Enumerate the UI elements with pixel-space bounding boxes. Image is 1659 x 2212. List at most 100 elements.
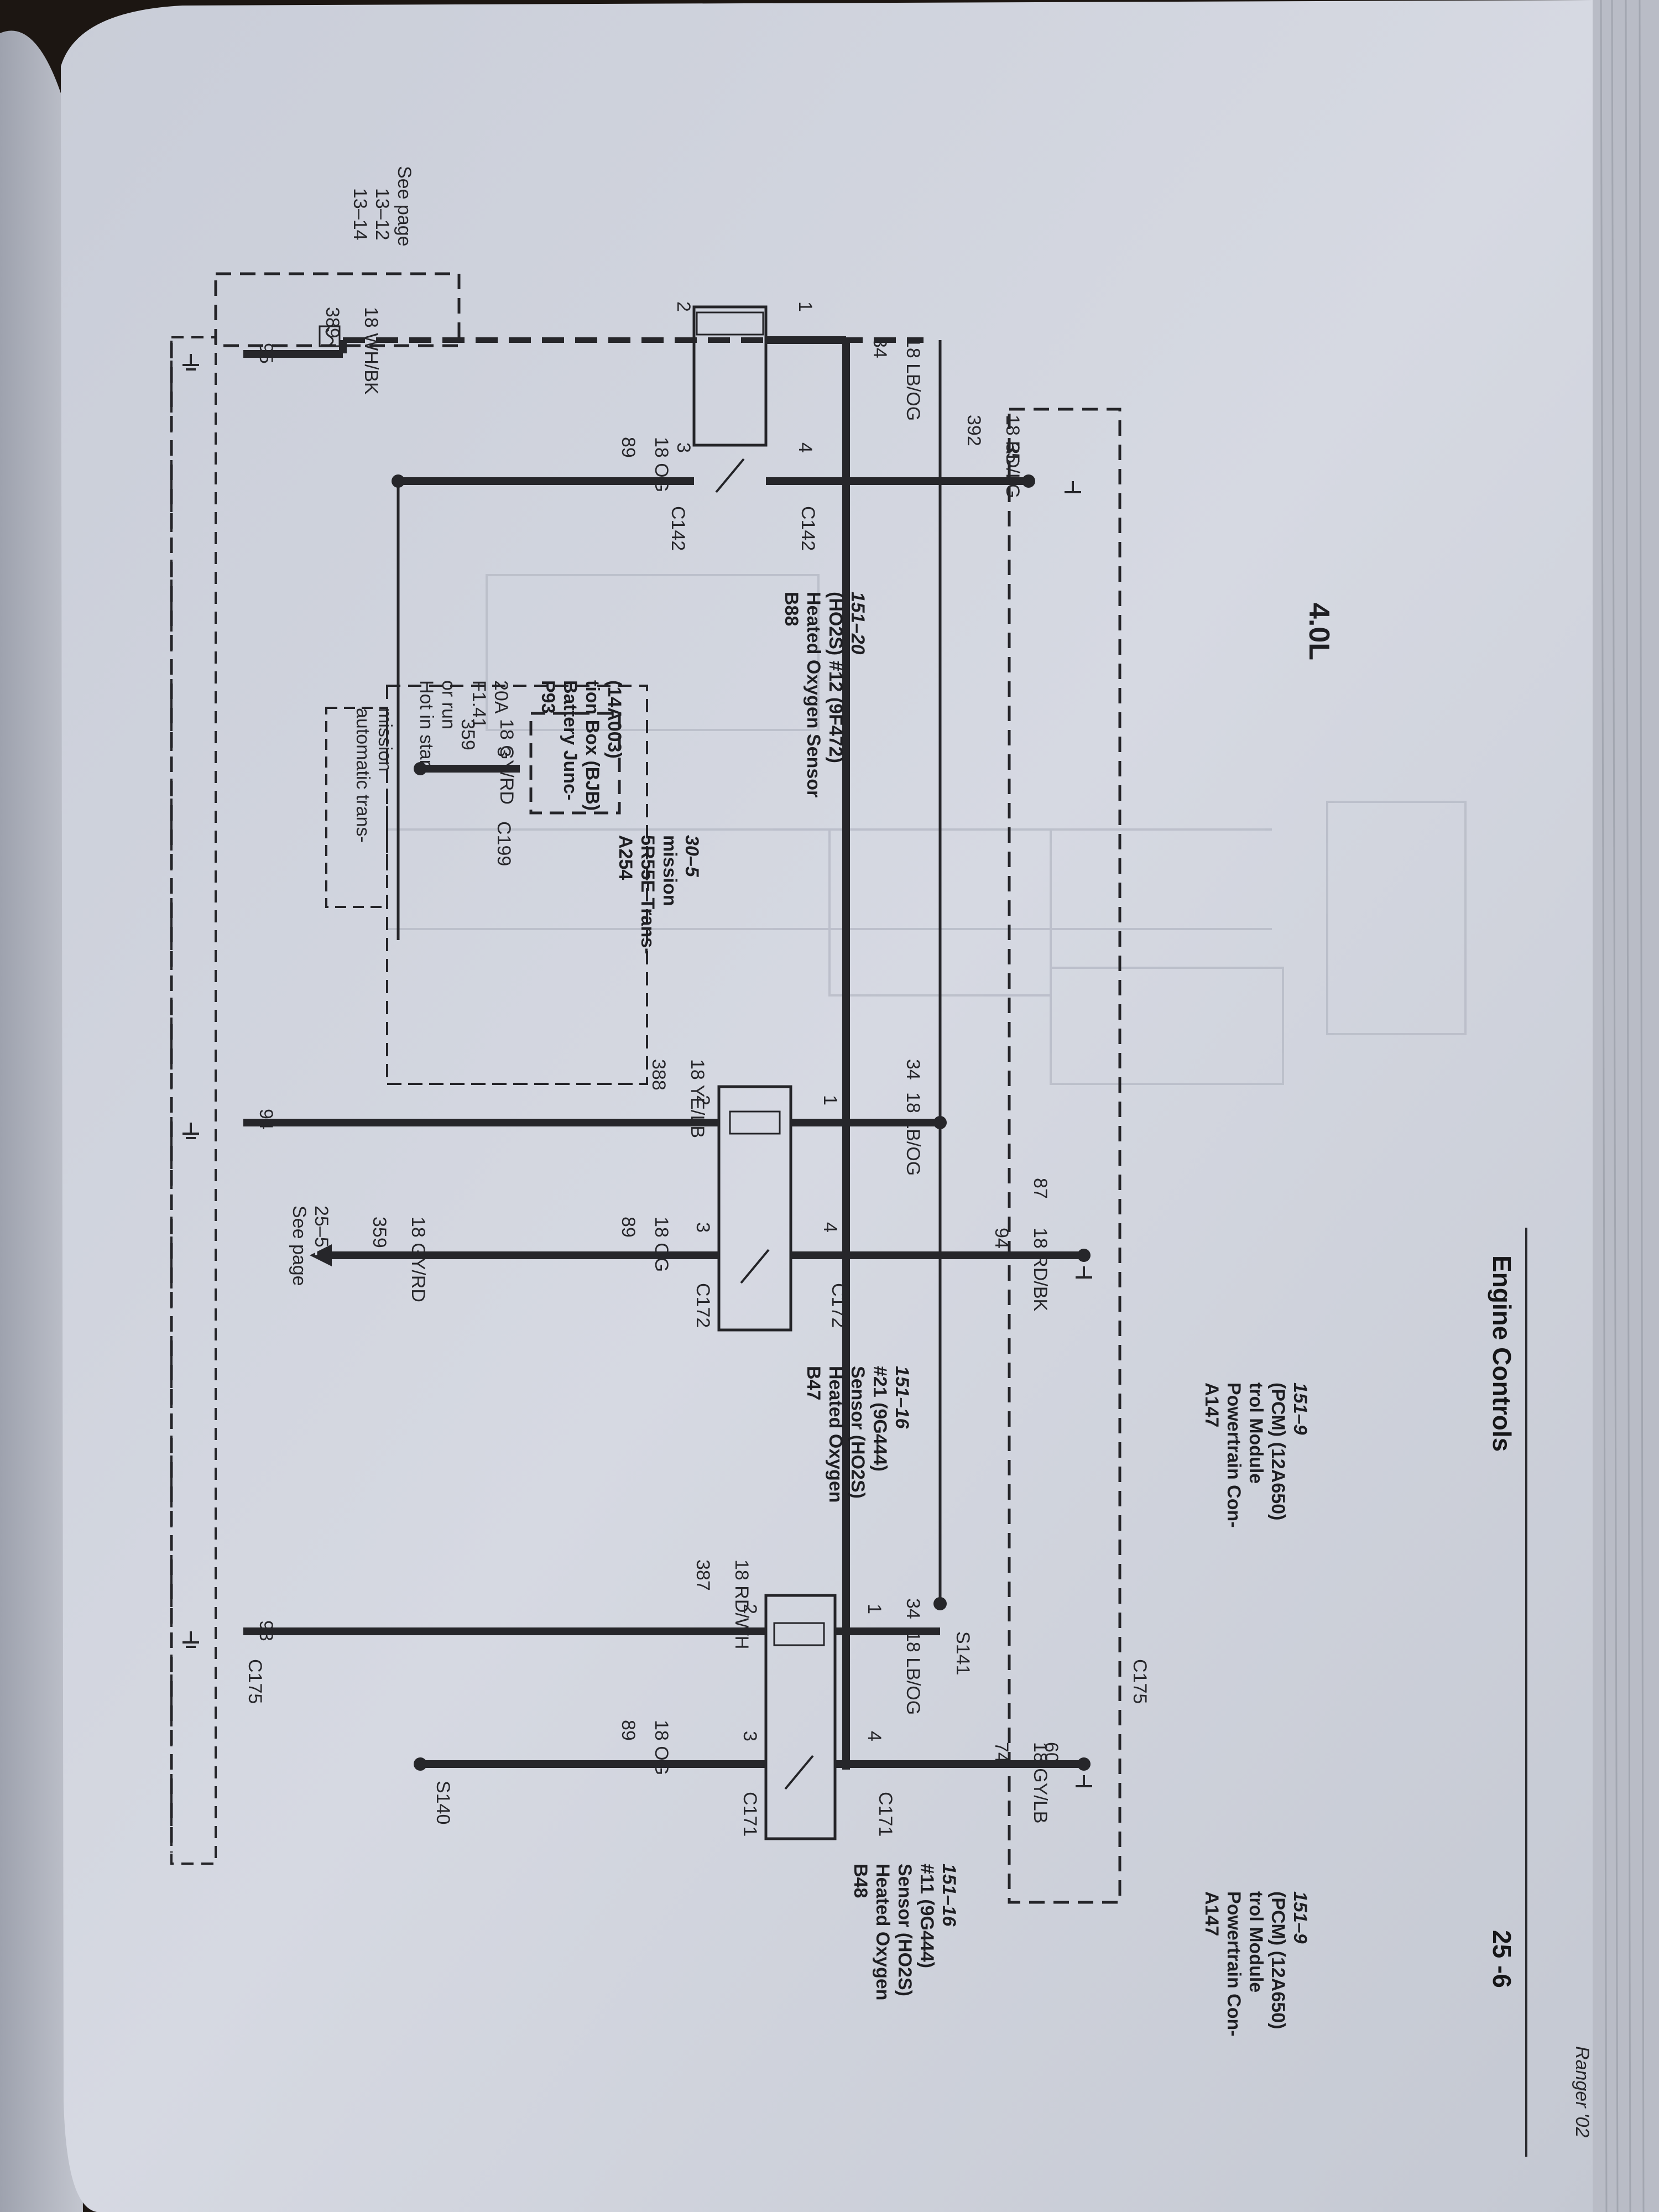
c171-label-top: C171 bbox=[875, 1792, 896, 1837]
svg-text:A147: A147 bbox=[1201, 1891, 1222, 1936]
svg-text:(PCM) (12A650): (PCM) (12A650) bbox=[1267, 1891, 1288, 2029]
c172-label-top: C172 bbox=[828, 1283, 849, 1328]
b48-ref: 151–16 bbox=[938, 1864, 959, 1927]
f-reference-letter: F bbox=[300, 1244, 321, 1256]
sensor-element-icon bbox=[715, 458, 745, 493]
svg-text:34: 34 bbox=[902, 1598, 924, 1619]
svg-text:trol Module: trol Module bbox=[1245, 1891, 1266, 1992]
s140-label: S140 bbox=[432, 1781, 453, 1824]
engine-label: 4.0L bbox=[1303, 603, 1335, 660]
svg-text:4: 4 bbox=[795, 442, 816, 453]
b48-name-2: Sensor (HO2S) bbox=[894, 1864, 915, 1996]
circuit-389-spec: 18 WH/BK bbox=[361, 307, 382, 395]
circuit-89-spec: 18 OG bbox=[651, 437, 672, 492]
b47-id: B47 bbox=[803, 1366, 824, 1400]
circuit-89-spec-2: 18 OG bbox=[651, 1217, 672, 1272]
paper-sheet bbox=[61, 0, 1615, 2212]
svg-text:(PCM) (12A650): (PCM) (12A650) bbox=[1267, 1383, 1288, 1520]
c175-top-label: C175 bbox=[1129, 1659, 1150, 1704]
svg-text:359: 359 bbox=[369, 1217, 390, 1248]
s141-label: S141 bbox=[952, 1631, 973, 1675]
svg-text:34: 34 bbox=[902, 1059, 924, 1080]
auto-trans-label-1: automatic trans- bbox=[352, 708, 373, 843]
circuit-34-spec-3: 18 LB/OG bbox=[902, 1631, 924, 1715]
circuit-74-spec: 18 GY/LB bbox=[1030, 1742, 1051, 1823]
c142-label-top: C142 bbox=[797, 506, 818, 551]
circuit-392-number: 392 bbox=[963, 415, 984, 446]
svg-text:Powertrain Con-: Powertrain Con- bbox=[1223, 1383, 1244, 1528]
ground-symbols bbox=[182, 354, 1092, 1787]
b48-name-1: Heated Oxygen bbox=[872, 1864, 893, 2001]
b47-oxygen-sensor bbox=[243, 1085, 1091, 1332]
pin-35: 35 bbox=[1002, 442, 1023, 463]
b47-name-3: #21 (9G444) bbox=[869, 1366, 890, 1472]
circuit-387-spec: 18 RD/WH bbox=[731, 1559, 752, 1649]
footer-label: Ranger '02 bbox=[1572, 2046, 1593, 2137]
b88-id: B88 bbox=[781, 592, 802, 626]
b47-ref: 151–16 bbox=[891, 1366, 912, 1430]
circuit-388-number: 388 bbox=[648, 1059, 669, 1091]
svg-text:13–12: 13–12 bbox=[372, 188, 393, 241]
svg-text:2: 2 bbox=[673, 301, 694, 312]
circuit-387-number: 387 bbox=[692, 1559, 713, 1591]
b88-name-1: Heated Oxygen Sensor bbox=[803, 592, 824, 797]
svg-text:trol Module: trol Module bbox=[1245, 1383, 1266, 1484]
circuit-94-spec: 18 RD/BK bbox=[1030, 1228, 1051, 1311]
b88-oxygen-sensor bbox=[392, 305, 1035, 493]
svg-text:Powertrain Con-: Powertrain Con- bbox=[1223, 1891, 1244, 2037]
f-reference-arrow-icon bbox=[310, 1244, 332, 1266]
svg-text:1: 1 bbox=[820, 1095, 841, 1105]
sensor-element-icon bbox=[784, 1755, 814, 1790]
page-stack-lines bbox=[1600, 0, 1645, 2212]
pin-87: 87 bbox=[1030, 1178, 1051, 1199]
sensor-element-icon bbox=[740, 1249, 770, 1284]
b47-name-1: Heated Oxygen bbox=[825, 1366, 846, 1503]
svg-text:1: 1 bbox=[795, 301, 816, 312]
svg-text:4: 4 bbox=[864, 1731, 885, 1741]
c175-bottom-label: C175 bbox=[244, 1659, 265, 1704]
svg-text:2: 2 bbox=[739, 1604, 760, 1614]
b48-name-3: #11 (9G444) bbox=[916, 1864, 937, 1968]
a254-name-1: 5R55E Trans- bbox=[637, 835, 658, 954]
svg-text:151–9: 151–9 bbox=[1290, 1891, 1311, 1944]
p93-battery-junction-box: Hot in start or run F1.41 20A P93 Batter… bbox=[214, 272, 625, 811]
svg-text:See page: See page bbox=[394, 166, 415, 247]
a254-name-2: mission bbox=[659, 835, 680, 906]
svg-text:3: 3 bbox=[739, 1731, 760, 1741]
circuit-34-spec-2: 18 LB/OG bbox=[902, 1092, 924, 1176]
b48-id: B48 bbox=[850, 1864, 871, 1898]
c171-label-bottom: C171 bbox=[739, 1792, 760, 1837]
svg-text:See page: See page bbox=[289, 1206, 310, 1286]
svg-text:1: 1 bbox=[864, 1604, 885, 1614]
svg-text:151–9: 151–9 bbox=[1290, 1383, 1311, 1435]
c199-connector bbox=[529, 712, 621, 815]
auto-trans-label-2: mission bbox=[374, 708, 395, 771]
b48-oxygen-sensor bbox=[243, 1594, 1091, 1840]
circuit-359-spec-2: 18 GY/RD bbox=[408, 1217, 429, 1302]
a147-top-label: A147 Powertrain Con- trol Module (PCM) (… bbox=[1201, 1383, 1311, 1528]
b88-ref: 151–20 bbox=[847, 592, 868, 655]
svg-text:A147: A147 bbox=[1201, 1383, 1222, 1427]
p93-name-3: (14A003) bbox=[604, 680, 625, 759]
s141-splice bbox=[933, 1597, 947, 1610]
header-page-number: 25 -6 bbox=[1488, 1930, 1516, 1988]
circuit-34-spec: 18 LB/OG bbox=[902, 337, 924, 421]
pin-94: 94 bbox=[255, 1109, 276, 1130]
circuit-359-number: 359 bbox=[457, 719, 478, 750]
circuit-392-spec: 18 RD/LG bbox=[1002, 415, 1023, 498]
heater-element-icon bbox=[729, 1110, 781, 1135]
svg-text:89: 89 bbox=[618, 1217, 639, 1238]
circuit-389-number: 389 bbox=[322, 307, 343, 338]
p93-fuse-label: F1.41 bbox=[468, 680, 489, 728]
automatic-transmission-box bbox=[325, 707, 388, 908]
pin-60: 60 bbox=[1041, 1742, 1062, 1763]
pin-95: 95 bbox=[255, 343, 276, 364]
svg-text:2: 2 bbox=[692, 1095, 713, 1105]
header: Engine Controls 25 -6 bbox=[1488, 1255, 1516, 1988]
c199-pin-3: 3 bbox=[493, 747, 514, 757]
heater-element-icon bbox=[696, 311, 764, 336]
circuit-388-spec: 18 YE/LB bbox=[687, 1059, 708, 1138]
b47-name-2: Sensor (HO2S) bbox=[847, 1366, 868, 1499]
